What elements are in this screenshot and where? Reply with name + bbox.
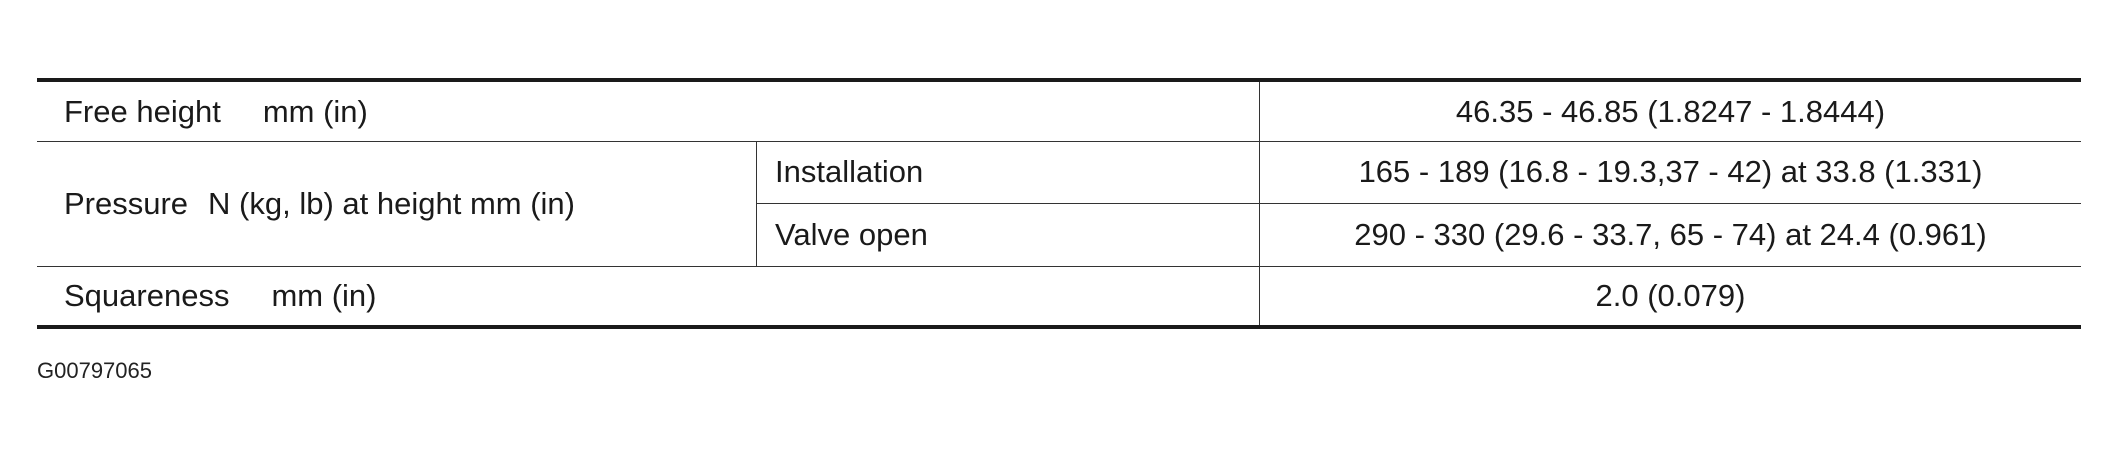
valve-open-condition: Valve open [757, 203, 1260, 266]
squareness-label: Squareness [64, 277, 230, 313]
free-height-label: Free height [64, 93, 221, 129]
spring-spec-table: Free height mm (in) 46.35 - 46.85 (1.824… [37, 78, 2081, 329]
squareness-value: 2.0 (0.079) [1595, 277, 1746, 313]
valve-open-value: 290 - 330 (29.6 - 33.7, 65 - 74) at 24.4… [1354, 216, 1987, 252]
pressure-unit: N (kg, lb) at height mm (in) [208, 185, 575, 221]
free-height-unit: mm (in) [262, 93, 368, 129]
free-height-parameter-cell: Free height mm (in) [37, 82, 1260, 141]
squareness-parameter-cell: Squareness mm (in) [37, 266, 1260, 325]
installation-condition: Installation [757, 141, 1260, 203]
pressure-label: Pressure [64, 185, 189, 221]
table-row-squareness: Squareness mm (in) 2.0 (0.079) [37, 266, 2081, 325]
table-row-free-height: Free height mm (in) 46.35 - 46.85 (1.824… [37, 82, 2081, 142]
pressure-subrow-installation: Installation 165 - 189 (16.8 - 19.3,37 -… [757, 141, 2081, 204]
pressure-parameter-cell: Pressure N (kg, lb) at height mm (in) [37, 141, 757, 266]
table-row-pressure: Pressure N (kg, lb) at height mm (in) In… [37, 141, 2081, 267]
free-height-value: 46.35 - 46.85 (1.8247 - 1.8444) [1455, 93, 1886, 129]
installation-value: 165 - 189 (16.8 - 19.3,37 - 42) at 33.8 … [1358, 154, 1983, 189]
squareness-unit: mm (in) [271, 277, 377, 313]
figure-id: G00797065 [37, 358, 152, 383]
pressure-subrow-valve-open: Valve open 290 - 330 (29.6 - 33.7, 65 - … [757, 203, 2081, 266]
